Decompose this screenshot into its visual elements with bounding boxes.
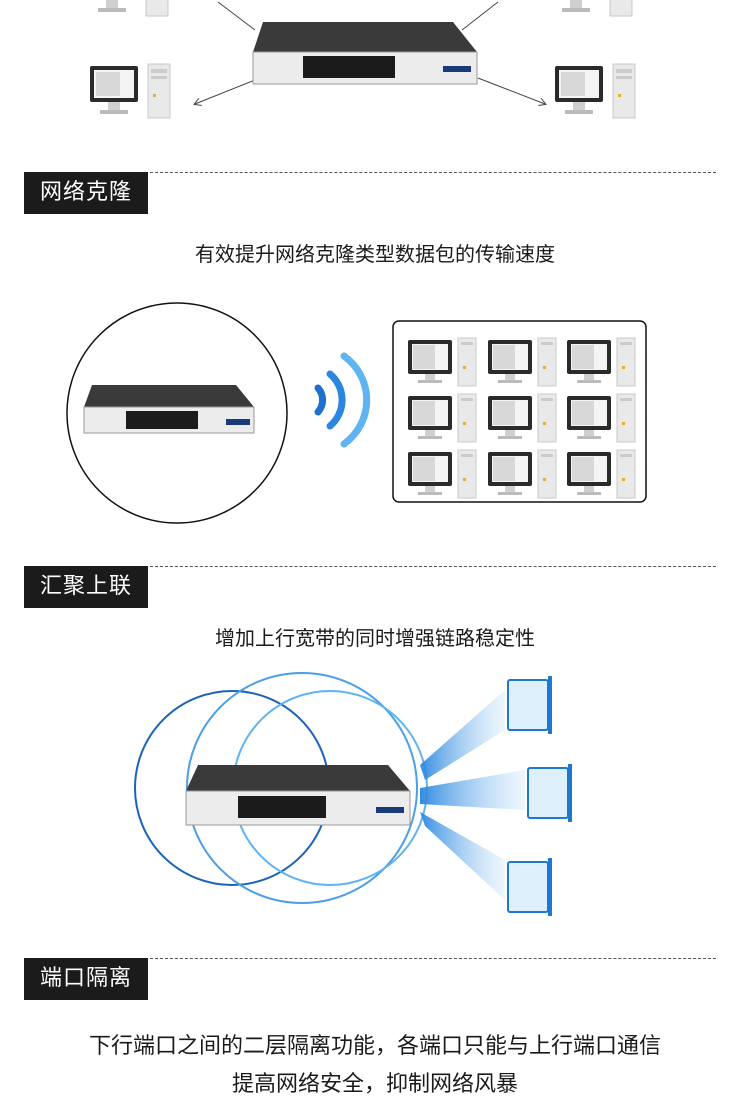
isolation-description-line1: 下行端口之间的二层隔离功能，各端口只能与上行端口通信: [88, 1034, 661, 1059]
aggregation-svg: [134, 672, 573, 917]
isolation-description-line2: 提高网络安全，抑制网络风暴: [231, 1072, 518, 1097]
topology-svg: [87, 0, 636, 119]
clone-illustration: [0, 290, 750, 530]
section-tag-aggregation: 汇聚上联: [24, 566, 149, 608]
clone-description: 有效提升网络克隆类型数据包的传输速度: [195, 242, 555, 266]
aggregation-illustration: [0, 670, 750, 920]
aggregation-description: 增加上行宽带的同时增强链路稳定性: [215, 626, 535, 650]
section-divider-aggregation: [150, 566, 716, 567]
section-divider-isolation: [150, 958, 716, 959]
clone-svg: [66, 302, 647, 524]
section-tag-isolation: 端口隔离: [24, 958, 149, 1000]
section-tag-clone: 网络克隆: [24, 172, 149, 214]
topology-illustration: [0, 0, 750, 140]
section-divider-clone: [150, 172, 716, 173]
